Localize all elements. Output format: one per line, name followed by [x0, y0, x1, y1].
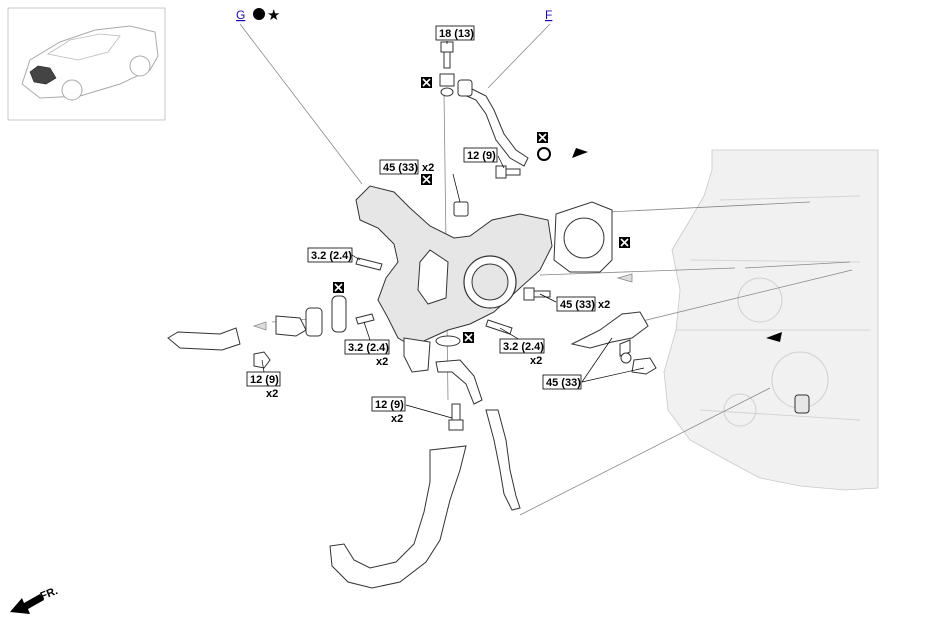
circle-icon	[253, 8, 265, 20]
svg-text:x2: x2	[422, 162, 434, 174]
svg-text:12 (9): 12 (9)	[375, 399, 404, 411]
front-label: FR.	[39, 585, 60, 603]
svg-text:45 (33): 45 (33)	[560, 299, 595, 311]
torque-label-12-9-left: 12 (9) x2	[246, 371, 281, 400]
torque-label-45-33-top: 45 (33) x2	[379, 159, 434, 175]
torque-label-3-2-right: 3.2 (2.4) x2	[499, 338, 545, 367]
no-reuse-icon	[537, 132, 548, 143]
hose-right	[485, 409, 521, 511]
svg-text:x2: x2	[266, 388, 278, 400]
svg-text:3.2 (2.4): 3.2 (2.4)	[348, 342, 389, 354]
svg-text:x2: x2	[391, 413, 403, 425]
water-pipe	[457, 79, 588, 167]
bolt-top	[439, 41, 455, 97]
assembly-lines	[239, 23, 853, 516]
hose-left	[167, 327, 241, 351]
bracket	[570, 311, 657, 375]
no-reuse-icon	[619, 237, 630, 248]
link-g[interactable]: G	[236, 8, 245, 22]
torque-label-12-9-center: 12 (9) x2	[371, 396, 406, 425]
water-outlet-housing	[355, 185, 553, 373]
svg-text:12 (9): 12 (9)	[467, 150, 496, 162]
engine-block	[663, 149, 879, 491]
no-reuse-icon	[421, 77, 432, 88]
o-ring	[435, 335, 461, 347]
star-icon: ★	[267, 6, 280, 24]
torque-label-45-33-bottom: 45 (33)	[542, 374, 582, 390]
torque-label-12-9-pipe: 12 (9)	[463, 147, 498, 163]
svg-text:12 (9): 12 (9)	[250, 374, 279, 386]
stud-top	[453, 201, 469, 217]
bypass-pipe	[275, 295, 347, 337]
vehicle-inset	[7, 7, 166, 121]
no-reuse-icon	[333, 282, 344, 293]
svg-text:x2: x2	[598, 299, 610, 311]
no-reuse-icon	[421, 174, 432, 185]
bolt-mid-right	[523, 287, 551, 301]
bolt-pipe	[495, 165, 521, 179]
lower-pipe	[435, 359, 483, 405]
svg-text:3.2 (2.4): 3.2 (2.4)	[311, 250, 352, 262]
torque-label-3-2-mid: 3.2 (2.4) x2	[344, 339, 390, 368]
svg-text:45 (33): 45 (33)	[383, 162, 418, 174]
torque-label-3-2-left: 3.2 (2.4)	[307, 247, 353, 263]
link-f[interactable]: F	[545, 8, 552, 22]
label-leaders	[261, 41, 645, 419]
stud-mid	[355, 313, 375, 325]
front-arrow-icon	[10, 594, 44, 614]
svg-text:x2: x2	[530, 355, 542, 367]
reference-f[interactable]: F	[545, 8, 552, 22]
bolt-center	[448, 403, 464, 431]
gasket	[553, 201, 613, 273]
torque-label-45-33-mid: 45 (33) x2	[556, 296, 610, 312]
no-reuse-markers	[333, 77, 630, 343]
svg-text:3.2 (2.4): 3.2 (2.4)	[503, 341, 544, 353]
svg-text:18 (13): 18 (13)	[439, 28, 474, 40]
direction-arrows	[252, 273, 782, 342]
svg-text:45 (33): 45 (33)	[546, 377, 581, 389]
front-direction-indicator: FR.	[10, 585, 60, 614]
svg-text:x2: x2	[376, 356, 388, 368]
stud-right	[485, 319, 513, 335]
no-reuse-icon	[463, 332, 474, 343]
stud-left	[355, 257, 383, 271]
radiator-hose	[329, 445, 467, 589]
reference-g[interactable]: G ★	[236, 6, 280, 24]
torque-label-18-13: 18 (13)	[435, 25, 475, 41]
